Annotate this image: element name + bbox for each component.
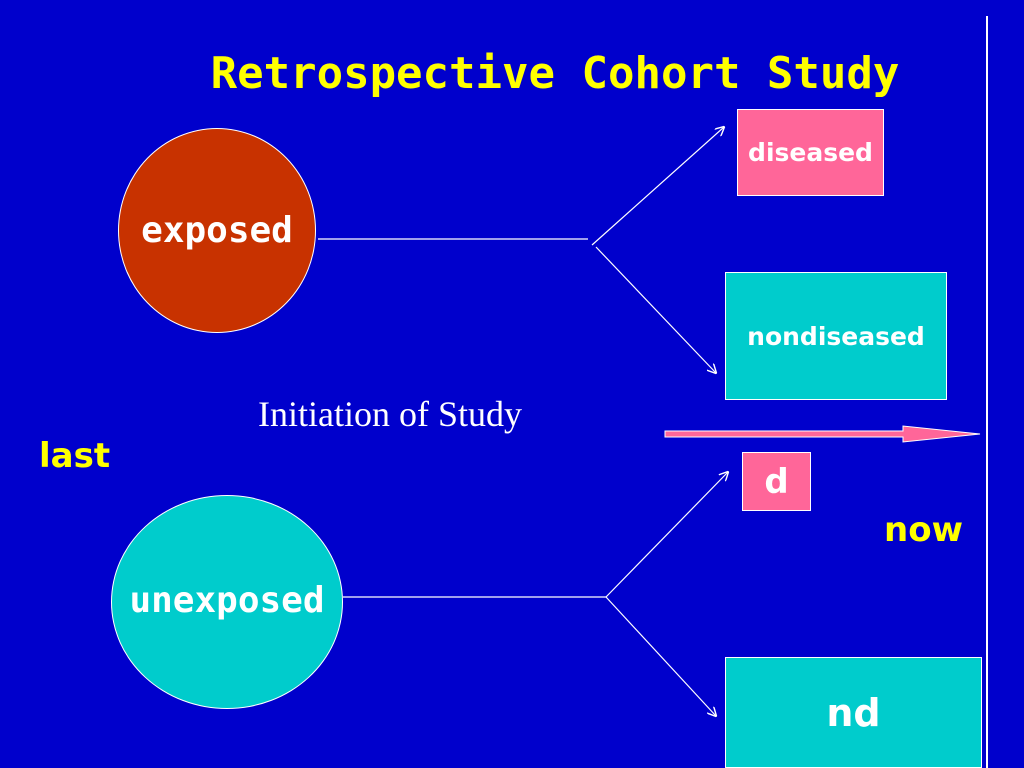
past-label: last <box>39 436 111 476</box>
exposed-diseased-box: diseased <box>737 109 884 196</box>
exposed-nondiseased-box: nondiseased <box>725 272 947 400</box>
exposed-nondiseased-arrow <box>595 246 716 373</box>
present-label: now <box>884 510 963 550</box>
exposed-diseased-arrow <box>591 127 724 246</box>
unexposed-nondiseased-box: nd <box>725 657 982 768</box>
unexposed-nondiseased-arrow <box>605 596 716 716</box>
unexposed-label: unexposed <box>129 580 325 621</box>
unexposed-diseased-arrow <box>605 472 728 598</box>
timeline-arrow <box>664 425 981 443</box>
unexposed-diseased-box: d <box>742 452 811 511</box>
initiation-label: Initiation of Study <box>258 394 522 434</box>
exposed-label: exposed <box>141 210 293 251</box>
unexposed-circle <box>111 495 343 709</box>
exposed-circle <box>118 128 316 333</box>
present-divider-line <box>986 16 988 768</box>
page-title: Retrospective Cohort Study <box>210 48 900 99</box>
